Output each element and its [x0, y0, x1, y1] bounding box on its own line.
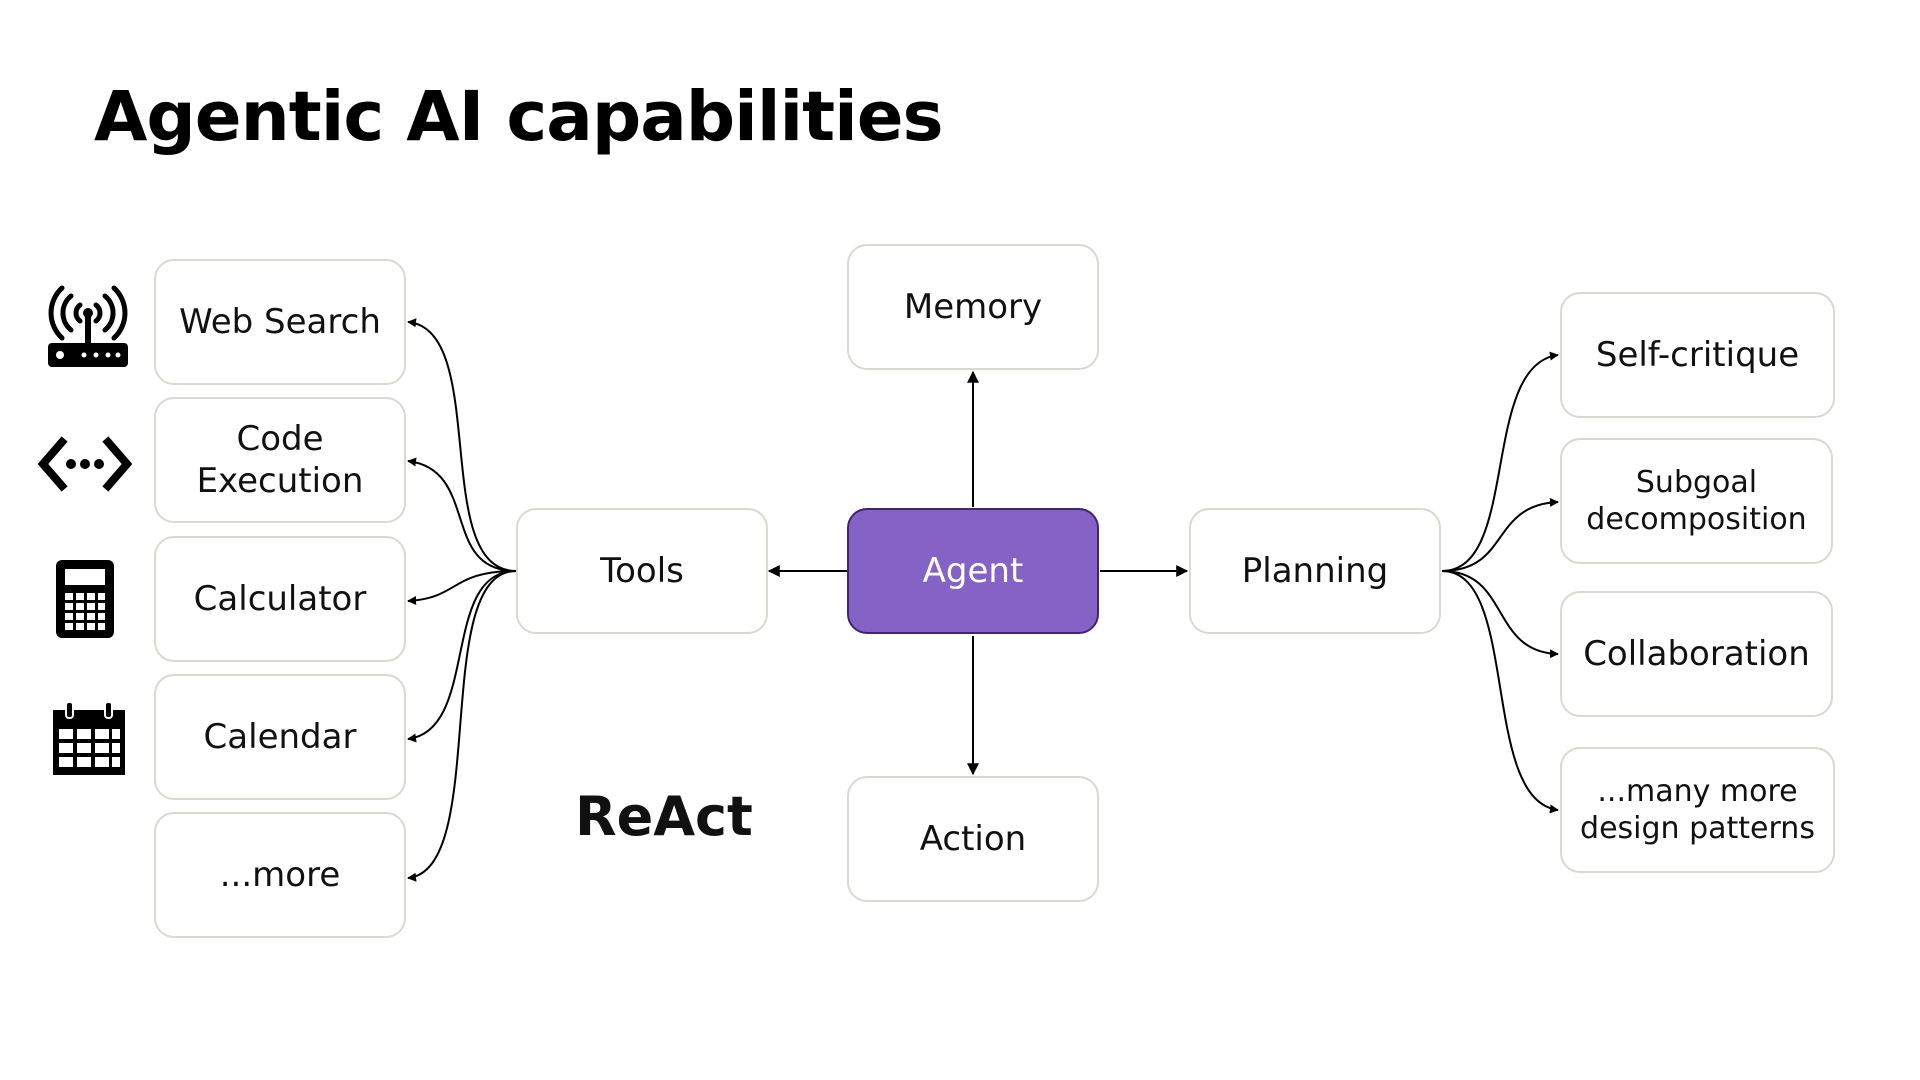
memory-label: Memory [903, 286, 1043, 327]
react-label: ReAct [575, 785, 753, 848]
planning-more-patterns-label: ...many more design patterns [1580, 773, 1815, 847]
tool-calendar-label: Calendar [203, 716, 357, 757]
planning-collaboration-label: Collaboration [1583, 633, 1810, 674]
planning-to-subgoal-arrow [1441, 497, 1559, 572]
planning-to-more-patterns-arrow [1441, 570, 1559, 814]
tools-to-more-arrow [407, 570, 517, 882]
action-label: Action [919, 818, 1027, 859]
tool-calculator: Calculator [154, 536, 406, 662]
tool-more-label: ...more [219, 854, 341, 895]
calendar-icon [52, 701, 126, 776]
planning-self-critique: Self-critique [1560, 292, 1835, 418]
memory-box: Memory [847, 244, 1099, 370]
tool-calculator-label: Calculator [193, 578, 367, 619]
planning-subgoal-decomposition-label: Subgoal decomposition [1586, 464, 1807, 538]
tools-to-calculator-arrow [407, 570, 517, 606]
tool-code-execution-label: Code Execution [196, 418, 364, 502]
agent-label: Agent [922, 550, 1024, 591]
tool-more: ...more [154, 812, 406, 938]
calculator-icon [56, 560, 114, 638]
planning-subgoal-decomposition: Subgoal decomposition [1560, 438, 1833, 564]
page-title: Agentic AI capabilities [94, 77, 944, 157]
tool-code-execution: Code Execution [154, 397, 406, 523]
planning-box: Planning [1189, 508, 1441, 634]
planning-more-patterns: ...many more design patterns [1560, 747, 1835, 873]
tool-web-search: Web Search [154, 259, 406, 385]
planning-self-critique-label: Self-critique [1595, 334, 1800, 375]
tools-to-code-execution-arrow [407, 457, 517, 572]
planning-to-collaboration-arrow [1441, 570, 1559, 659]
planning-label: Planning [1241, 550, 1389, 591]
tool-web-search-label: Web Search [179, 301, 381, 342]
tool-calendar: Calendar [154, 674, 406, 800]
planning-to-self-critique-arrow [1441, 351, 1559, 572]
tools-box: Tools [516, 508, 768, 634]
tools-label: Tools [600, 550, 684, 591]
code-icon [37, 436, 133, 492]
planning-collaboration: Collaboration [1560, 591, 1833, 717]
agent-box: Agent [847, 508, 1099, 634]
tools-to-web-search-arrow [407, 318, 517, 572]
router-icon [46, 283, 130, 369]
tools-to-calendar-arrow [407, 570, 517, 743]
action-box: Action [847, 776, 1099, 902]
